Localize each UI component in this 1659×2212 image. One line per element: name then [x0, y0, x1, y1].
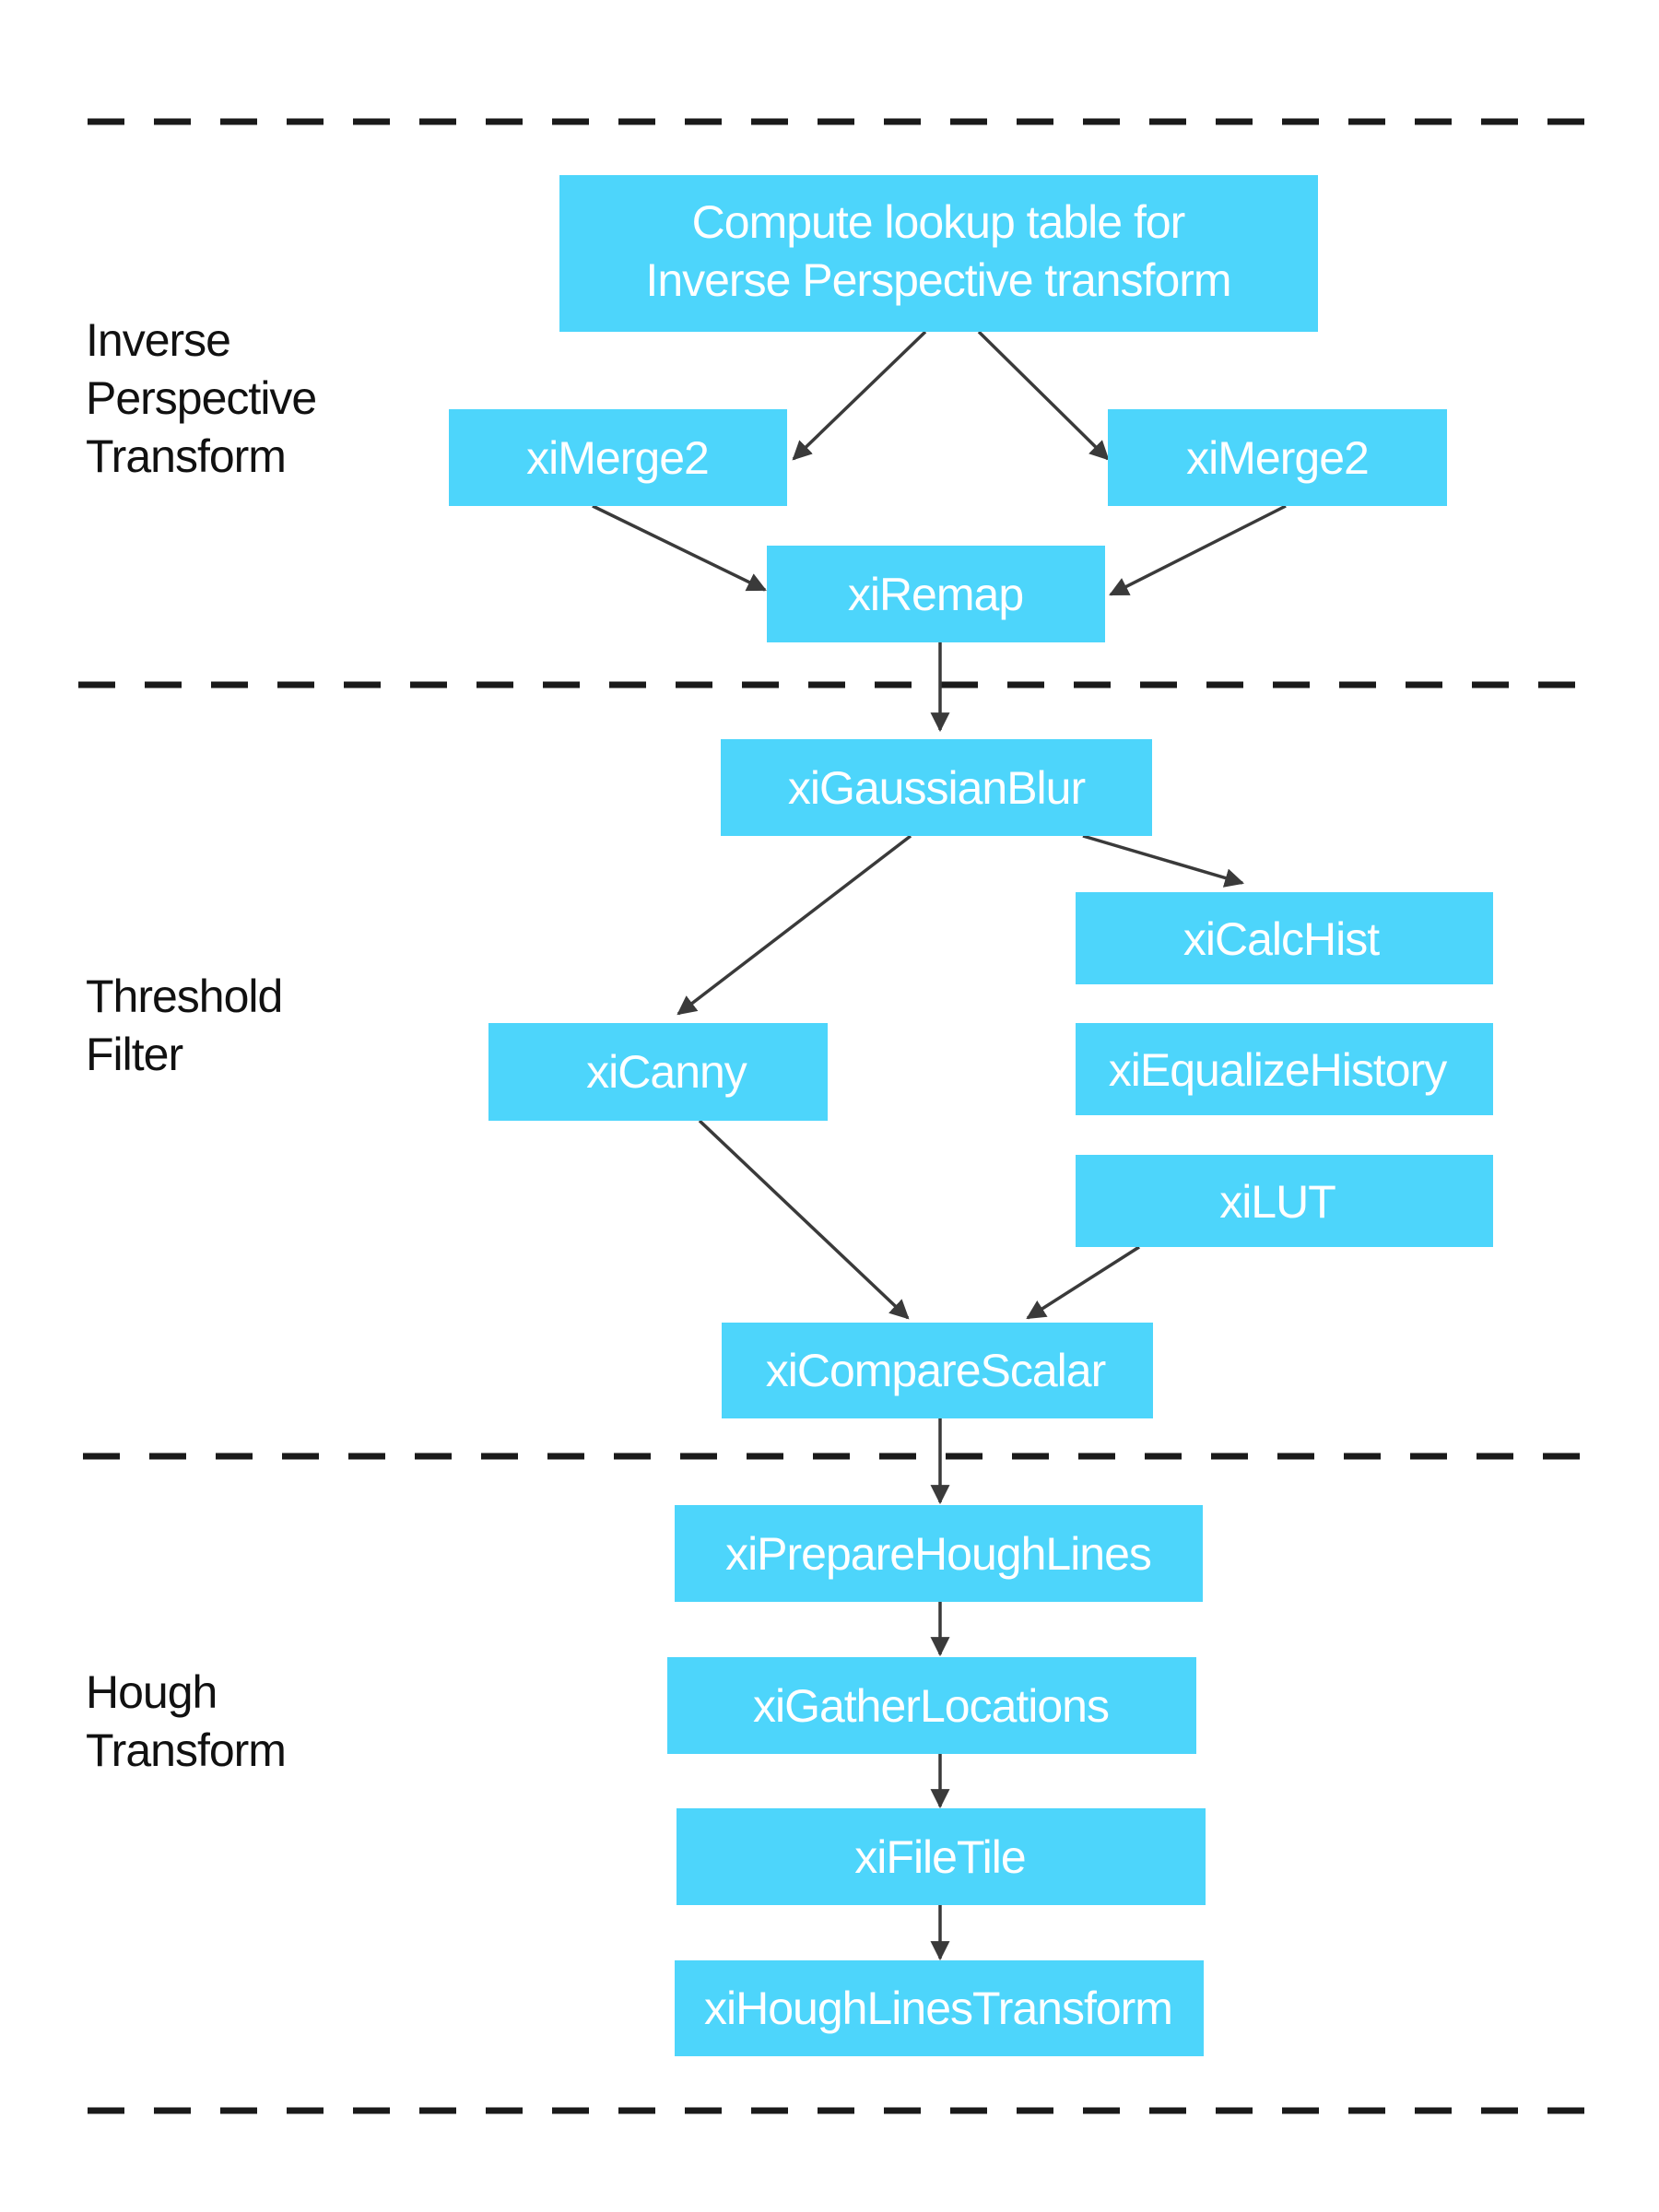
section-label-hough-transform: Hough Transform [86, 1666, 287, 1776]
node-gather-locations-label: xiGatherLocations [753, 1680, 1109, 1732]
section-label-threshold-filter-line-1: Threshold [86, 971, 282, 1022]
node-remap: xiRemap [767, 546, 1105, 642]
node-merge2-left-label: xiMerge2 [526, 432, 709, 484]
node-canny-label: xiCanny [586, 1046, 747, 1098]
section-label-inverse-perspective-line-3: Transform [86, 430, 286, 482]
edge-compute-lut-to-merge2-right [977, 330, 1110, 461]
section-label-inverse-perspective-line-2: Perspective [86, 372, 316, 424]
node-hough-lines-transform-label: xiHoughLinesTransform [704, 1983, 1172, 2034]
edge-merge2-right-to-remap [1109, 504, 1287, 596]
section-label-inverse-perspective: Inverse Perspective Transform [86, 314, 317, 482]
edge-lut-to-compare-scalar [1026, 1245, 1140, 1320]
node-merge2-right-label: xiMerge2 [1186, 432, 1369, 484]
edge-gaussian-blur-to-calc-hist [1082, 834, 1245, 888]
node-hough-lines-transform: xiHoughLinesTransform [675, 1960, 1204, 2056]
section-label-hough-transform-line-1: Hough [86, 1666, 217, 1718]
node-canny: xiCanny [488, 1023, 828, 1121]
edges [592, 330, 1287, 1961]
node-compare-scalar-label: xiCompareScalar [766, 1345, 1106, 1396]
section-label-threshold-filter: Threshold Filter [86, 971, 283, 1080]
node-prepare-hough-lines-label: xiPrepareHoughLines [725, 1528, 1151, 1580]
node-calc-hist-label: xiCalcHist [1183, 913, 1380, 965]
node-compare-scalar: xiCompareScalar [722, 1323, 1153, 1418]
node-prepare-hough-lines: xiPrepareHoughLines [675, 1505, 1203, 1602]
edge-gaussian-blur-to-canny [677, 834, 912, 1016]
node-compute-lut: Compute lookup table for Inverse Perspec… [559, 175, 1318, 332]
node-remap-label: xiRemap [848, 569, 1023, 620]
edge-canny-to-compare-scalar [698, 1119, 910, 1320]
section-label-threshold-filter-line-2: Filter [86, 1029, 182, 1080]
node-gather-locations: xiGatherLocations [667, 1657, 1196, 1754]
node-file-tile-label: xiFileTile [854, 1831, 1025, 1883]
node-lut: xiLUT [1076, 1155, 1493, 1247]
node-merge2-left: xiMerge2 [449, 409, 787, 506]
edge-merge2-left-to-remap [592, 504, 767, 592]
node-equalize-history: xiEqualizeHistory [1076, 1023, 1493, 1115]
node-file-tile: xiFileTile [677, 1808, 1206, 1905]
node-merge2-right: xiMerge2 [1108, 409, 1447, 506]
node-lut-label: xiLUT [1219, 1176, 1335, 1228]
node-gaussian-blur-label: xiGaussianBlur [788, 762, 1086, 814]
node-compute-lut-line-1: Compute lookup table for [692, 196, 1185, 248]
section-label-inverse-perspective-line-1: Inverse [86, 314, 230, 366]
section-label-hough-transform-line-2: Transform [86, 1724, 286, 1776]
node-compute-lut-line-2: Inverse Perspective transform [645, 254, 1230, 306]
edge-compute-lut-to-merge2-left [792, 330, 927, 461]
node-calc-hist: xiCalcHist [1076, 892, 1493, 984]
node-equalize-history-label: xiEqualizeHistory [1109, 1044, 1447, 1096]
node-gaussian-blur: xiGaussianBlur [721, 739, 1152, 836]
